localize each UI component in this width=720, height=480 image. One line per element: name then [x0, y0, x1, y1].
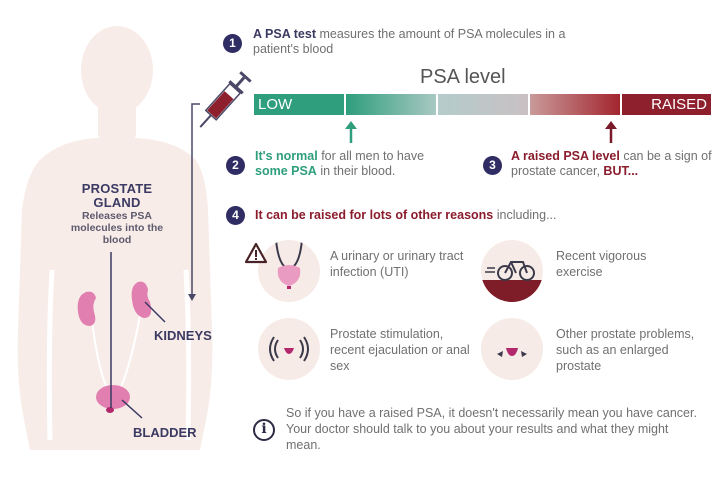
step-3-bold: A raised PSA level [511, 149, 620, 163]
step-2-body2: in their blood. [316, 164, 396, 178]
psa-segment-raised: RAISED [622, 94, 711, 115]
kidney-left-icon [77, 291, 96, 326]
warning-icon [244, 242, 268, 264]
kidneys-label: KIDNEYS [154, 328, 212, 343]
step-2-bold2: some PSA [255, 164, 317, 178]
syringe-icon [199, 71, 252, 128]
prostate-description: Releases PSA molecules into the blood [70, 210, 164, 246]
bladder-icon [96, 385, 130, 409]
step-4-text: It can be raised for lots of other reaso… [255, 208, 655, 223]
prostate-gland-label: PROSTATE GLAND Releases PSA molecules in… [62, 181, 172, 247]
raised-label: RAISED [651, 96, 707, 113]
low-label: LOW [258, 96, 293, 113]
step-2-text: It's normal for all men to have some PSA… [255, 149, 455, 179]
prostate-stimulation-icon [258, 318, 320, 380]
step-4-bold: It can be raised for lots of other reaso… [255, 208, 494, 222]
kidney-right-icon [131, 281, 152, 318]
info-note-text: So if you have a raised PSA, it doesn't … [286, 406, 697, 452]
step-1-text: A PSA test measures the amount of PSA mo… [253, 27, 613, 57]
step-3-bold2: BUT... [603, 164, 639, 178]
step-1-badge: 1 [223, 34, 242, 53]
step-1-bold: A PSA test [253, 27, 316, 41]
reason-uti-text: A urinary or urinary tract infection (UT… [330, 249, 464, 279]
flow-arrow [188, 103, 200, 301]
prostate-icon [106, 407, 114, 413]
psa-segment-low: LOW [254, 94, 346, 115]
step-2-body: for all men to have [317, 149, 425, 163]
step-3-body: can be a sign of prostate cancer, [511, 149, 712, 178]
step-3-text: A raised PSA level can be a sign of pros… [511, 149, 720, 179]
psa-level-scale: LOW RAISED [254, 94, 711, 115]
prostate-title: PROSTATE GLAND [81, 181, 153, 210]
step-4-badge: 4 [226, 206, 245, 225]
reason-stimulation-text: Prostate stimulation, recent ejaculation… [330, 327, 470, 373]
step-3-badge: 3 [483, 156, 502, 175]
step-2-bold: It's normal [255, 149, 318, 163]
step-2-badge: 2 [226, 156, 245, 175]
reason-enlarged-text: Other prostate problems, such as an enla… [556, 327, 695, 373]
body-silhouette [17, 26, 213, 450]
reason-exercise-text: Recent vigorous exercise [556, 249, 647, 279]
psa-segment-3 [438, 94, 530, 115]
psa-segment-2 [346, 94, 438, 115]
psa-segment-4 [530, 94, 622, 115]
urinary-tract-warning-icon [258, 240, 320, 302]
bladder-label: BLADDER [133, 425, 197, 440]
red-up-arrow-icon [605, 121, 617, 143]
step-1-body: measures the amount of PSA molecules in … [253, 27, 566, 56]
bicycle-icon [481, 240, 543, 302]
enlarged-prostate-icon [481, 318, 543, 380]
info-icon: i [253, 419, 275, 441]
step-4-body: including... [493, 208, 557, 222]
green-up-arrow-icon [345, 121, 357, 143]
psa-level-title: PSA level [420, 66, 506, 88]
